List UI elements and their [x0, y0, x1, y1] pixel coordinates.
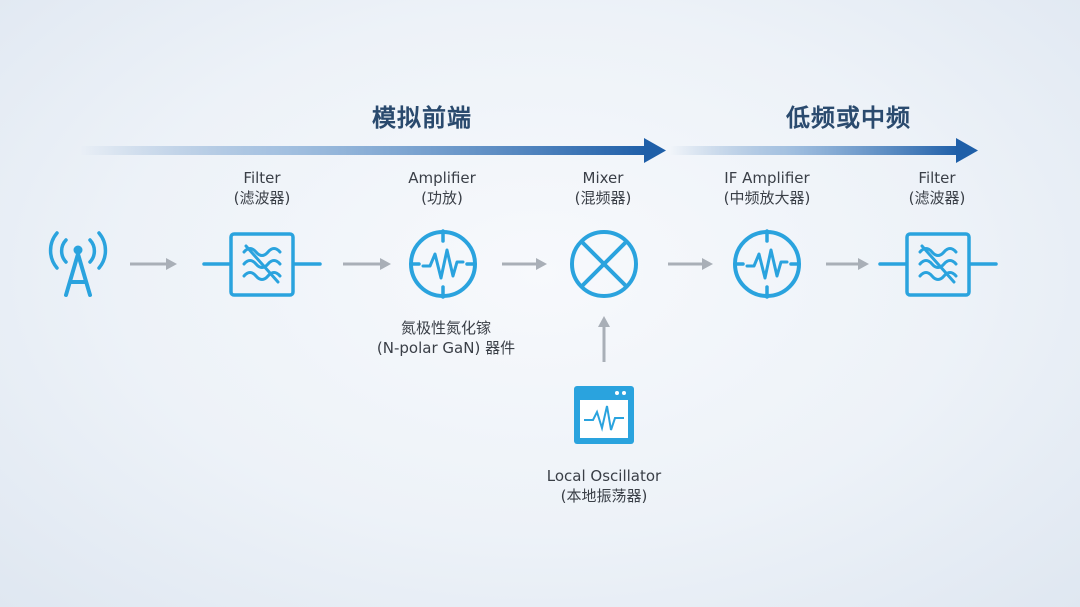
- label-filter-1: Filter(滤波器): [233, 169, 291, 207]
- label-mixer: Mixer(混频器): [574, 169, 632, 207]
- flow-arrows: [130, 258, 869, 362]
- label-filter-2: Filter(滤波器): [908, 169, 966, 207]
- arrow-amplifier-to-mixer: [502, 258, 547, 270]
- arrow-filter-to-amplifier: [343, 258, 391, 270]
- arrow-mixer-to-if-amplifier: [668, 258, 713, 270]
- section-title-if-low-freq: 低频或中频: [786, 104, 911, 132]
- n-polar-gan-note: 氮极性氮化镓(N-polar GaN) 器件: [376, 319, 516, 357]
- arrow-if-amplifier-to-filter: [826, 258, 869, 270]
- oscillator-icon: [574, 386, 634, 444]
- antenna-tower-icon: [48, 231, 108, 297]
- filter-icon-1: [202, 232, 322, 297]
- label-if-amplifier: IF Amplifier(中频放大器): [723, 169, 811, 207]
- analog-front-end-arrow: [80, 138, 666, 163]
- section-title-analog-front-end: 模拟前端: [372, 104, 472, 132]
- if-stage-arrow: [670, 138, 978, 163]
- mixer-icon: [570, 230, 638, 298]
- arrow-oscillator-to-mixer: [598, 316, 610, 362]
- if-amplifier-icon: [733, 229, 801, 299]
- label-amplifier: Amplifier(功放): [408, 169, 476, 207]
- amplifier-icon: [409, 229, 477, 299]
- filter-icon-2: [878, 232, 998, 297]
- arrow-antenna-to-filter: [130, 258, 177, 270]
- label-local-oscillator: Local Oscillator(本地振荡器): [546, 467, 662, 505]
